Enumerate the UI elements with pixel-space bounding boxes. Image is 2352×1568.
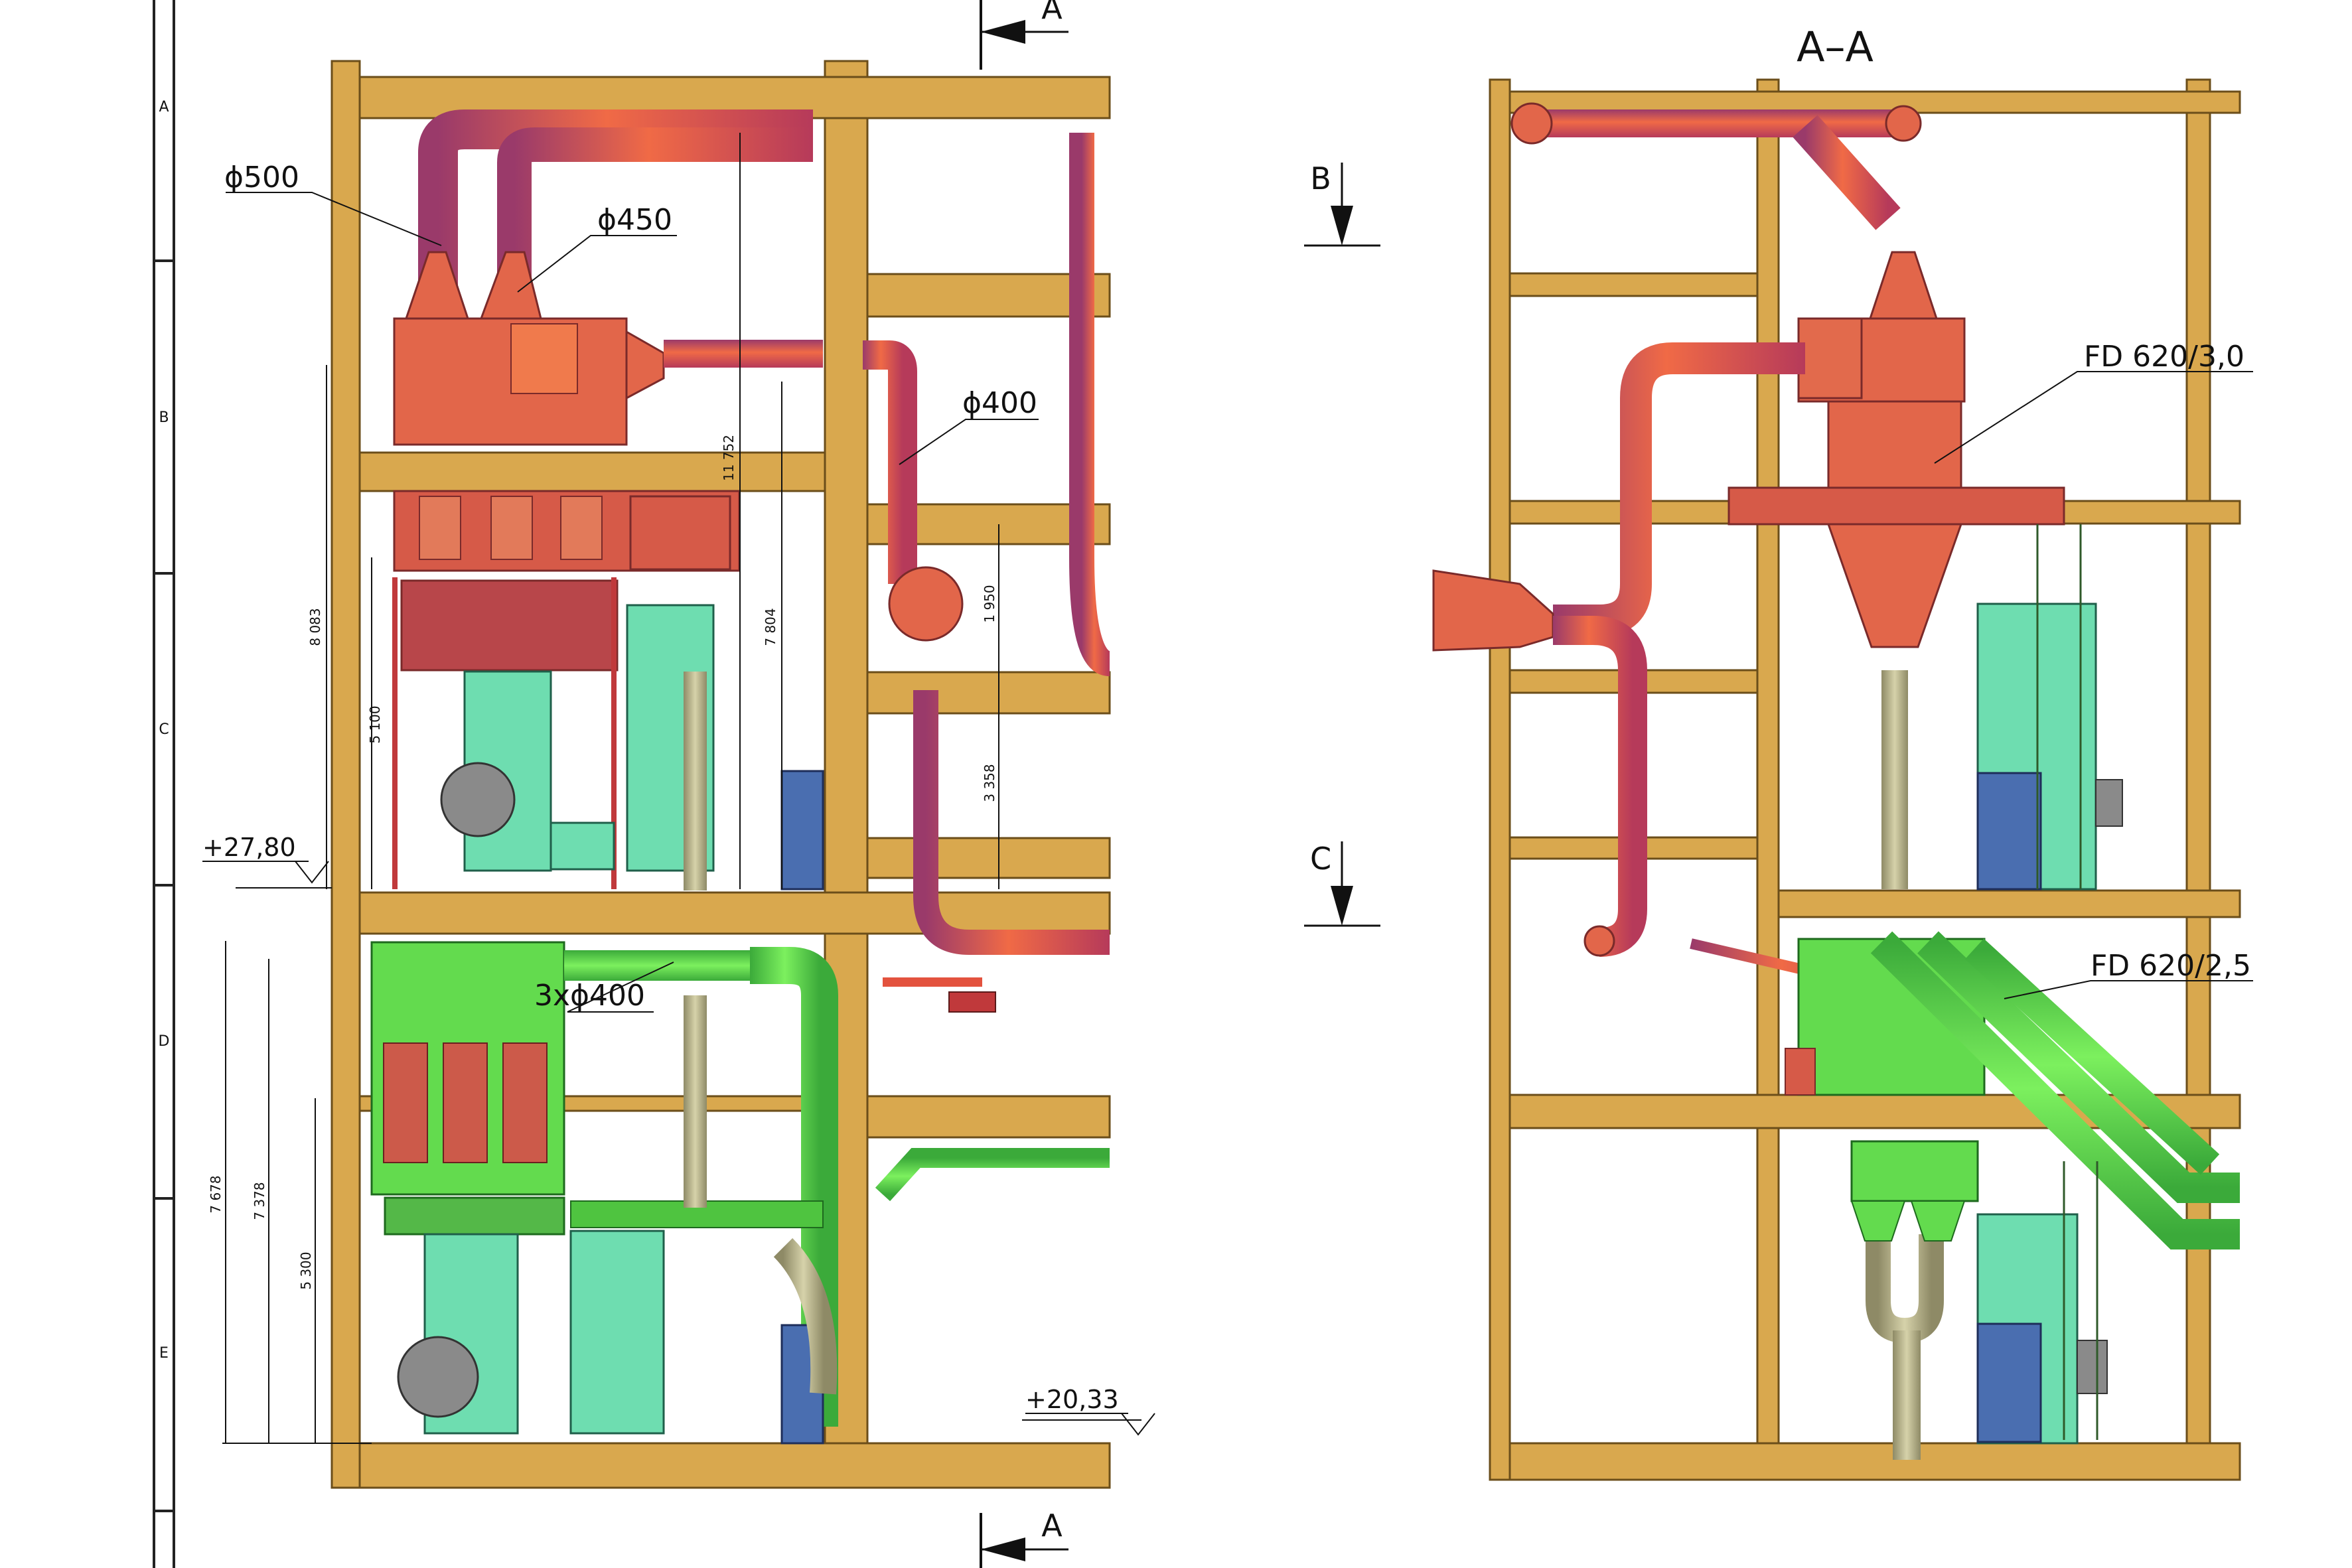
red-pipe-system-section [1432, 102, 2065, 995]
label-fd-620-25: FD 620/2,5 [2091, 949, 2251, 983]
label-d500: ϕ500 [224, 161, 299, 194]
green-pipe-system-section [1785, 931, 2240, 1249]
leader-lines-section [1934, 371, 2253, 999]
zone-e: E [159, 1345, 169, 1362]
section-title: A–A [1797, 23, 1874, 71]
zone-b: B [159, 409, 169, 426]
zone-a: A [159, 99, 169, 115]
section-a-bottom-label: A [1041, 1508, 1063, 1543]
section-c-label: C [1310, 841, 1331, 877]
label-fd-620-30: FD 620/3,0 [2084, 340, 2244, 374]
section-marker-a-top: A [980, 0, 1068, 70]
left-elevation-view: 11 752 8 083 7 804 5 100 1 950 3 358 7 6… [202, 0, 1155, 1568]
zone-d: D [159, 1033, 170, 1050]
dim-5300: 5 300 [298, 1251, 314, 1289]
lower-fan-group [397, 995, 838, 1445]
dim-1950: 1 950 [982, 585, 997, 622]
level-lower: +20,33 [1025, 1385, 1119, 1414]
leader-lines-left [226, 192, 1039, 1013]
red-pipe-system-right [863, 133, 1112, 987]
label-3xd400: 3xϕ400 [534, 979, 645, 1013]
sheet-border [153, 0, 175, 1568]
section-marker-c: C [1304, 841, 1380, 927]
label-d400: ϕ400 [962, 386, 1037, 420]
label-d450: ϕ450 [597, 203, 672, 237]
dim-8083: 8 083 [307, 608, 323, 646]
section-a-top-label: A [1041, 0, 1063, 26]
dim-5100: 5 100 [367, 705, 383, 743]
ladders [2036, 524, 2098, 1440]
section-view-aa: A–A B C [1304, 23, 2253, 1481]
dim-11752: 11 752 [721, 435, 737, 481]
red-equipment-right [888, 566, 996, 1013]
zone-c: C [159, 721, 169, 738]
dim-3358: 3 358 [982, 764, 997, 802]
upper-fan-group [440, 604, 824, 891]
dimension-lines-left [222, 133, 1141, 1444]
dim-7378: 7 378 [252, 1182, 267, 1220]
border-zone-labels: A B C D E [159, 99, 170, 1362]
dim-7678: 7 678 [208, 1175, 224, 1213]
section-marker-b: B [1304, 161, 1380, 247]
section-marker-a-bottom: A [980, 1508, 1068, 1568]
dim-7804: 7 804 [763, 608, 778, 646]
level-upper: +27,80 [202, 833, 296, 862]
green-pipe-system-lower [370, 941, 1110, 1433]
level-marker-upper: +27,80 [202, 833, 329, 884]
steel-frame-section [1489, 78, 2241, 1481]
section-b-label: B [1310, 161, 1331, 196]
level-marker-lower: +20,33 [1025, 1385, 1155, 1436]
